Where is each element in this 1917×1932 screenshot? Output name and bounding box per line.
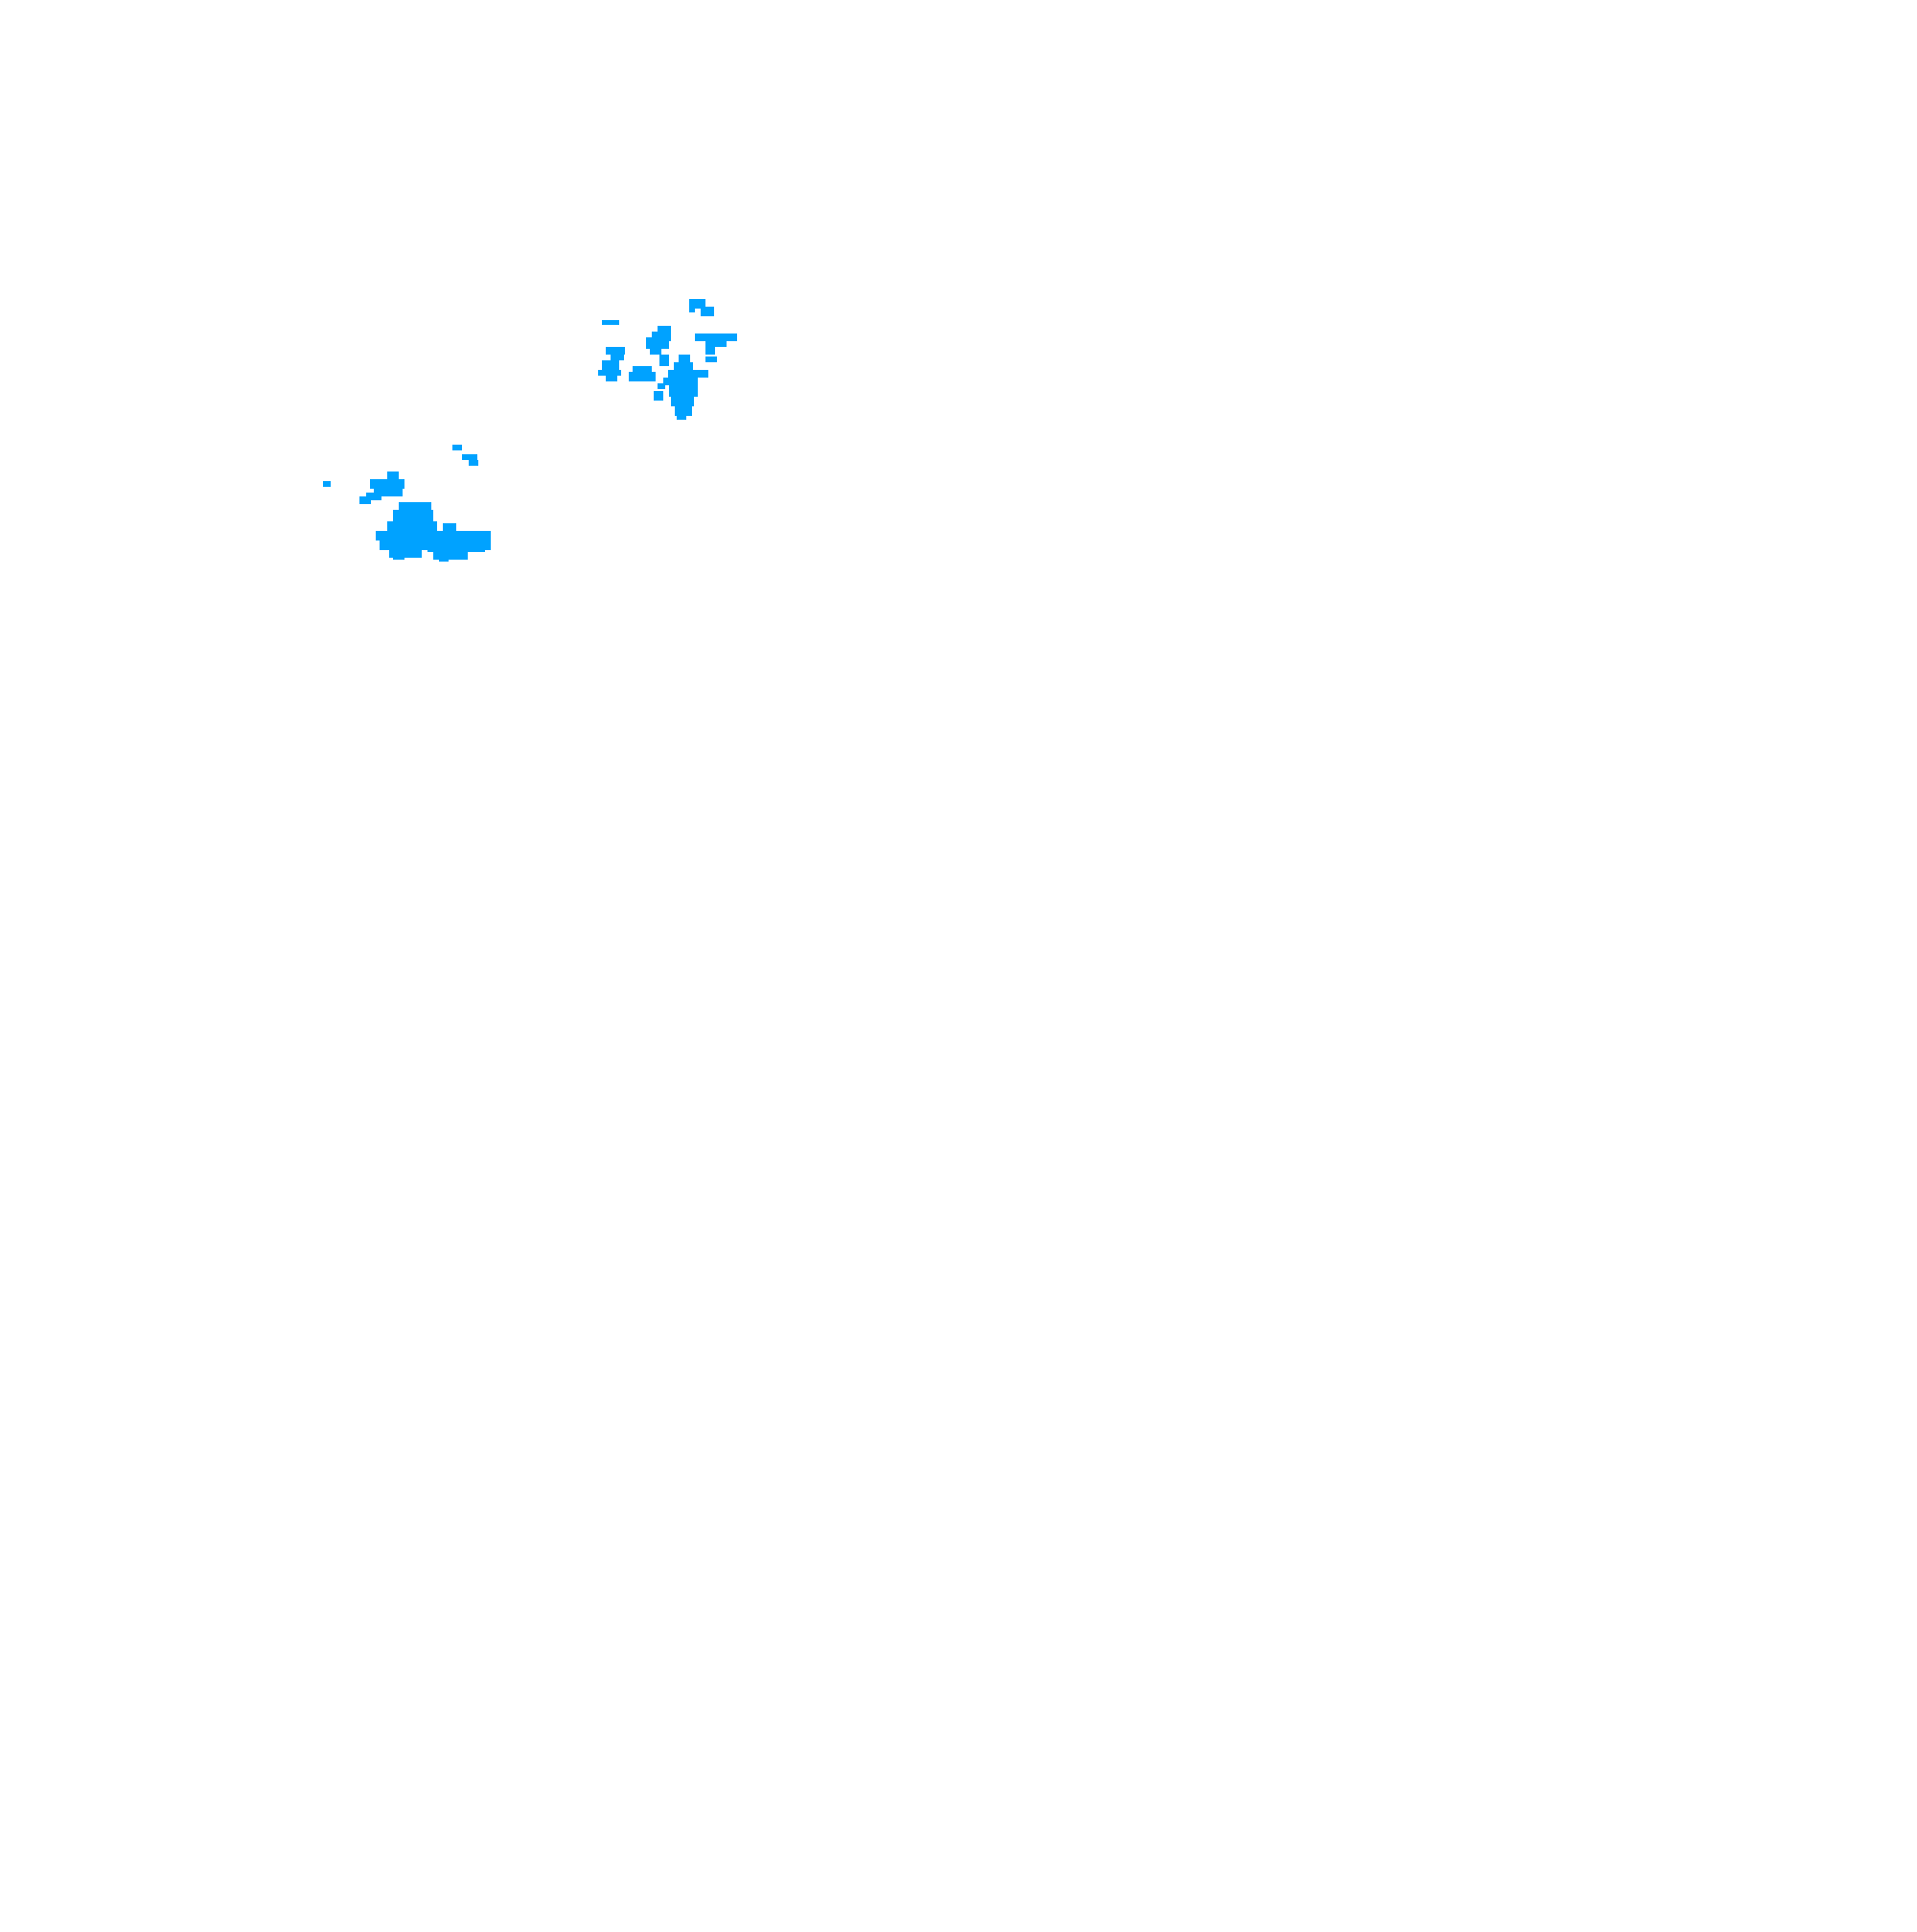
- overlay-cell: [646, 337, 669, 349]
- overlay-cell: [606, 376, 617, 381]
- cluster-south-west: [323, 445, 491, 562]
- overlay-cell: [705, 347, 715, 355]
- overlay-cell: [674, 362, 693, 370]
- overlay-cell: [602, 360, 619, 370]
- overlay-cell: [462, 454, 477, 460]
- overlay-cell: [389, 550, 422, 558]
- overlay-cell: [370, 479, 404, 489]
- overlay-cell: [689, 299, 705, 309]
- overlay-cell: [658, 383, 665, 389]
- overlay-cell: [675, 406, 692, 416]
- overlay-cell: [466, 539, 479, 544]
- overlay-cell: [654, 391, 663, 401]
- overlay-cell: [679, 355, 690, 362]
- overlay-cell: [606, 347, 625, 355]
- overlay-cell: [669, 385, 698, 397]
- overlay-cell: [650, 349, 661, 355]
- overlay-cell: [427, 546, 485, 552]
- overlay-cell: [450, 531, 481, 539]
- overlay-cell: [374, 489, 403, 496]
- overlay-cell: [439, 558, 449, 562]
- overlay-cell: [701, 307, 714, 316]
- overlay-cell: [668, 370, 708, 378]
- overlay-cell: [433, 552, 468, 560]
- overlay-cell: [393, 510, 433, 523]
- overlay-cell: [705, 356, 717, 362]
- overlay-cell: [469, 460, 478, 466]
- overlay-cell: [671, 397, 694, 406]
- overlay-cell: [366, 493, 381, 500]
- overlay-cell: [663, 378, 698, 385]
- overlay-cell: [598, 370, 621, 376]
- overlay-cell: [359, 496, 371, 504]
- overlay-cell: [689, 307, 695, 312]
- overlay-cell: [659, 355, 669, 366]
- overlay-cell: [602, 320, 619, 325]
- overlay-cell: [387, 472, 399, 479]
- overlay-cell: [393, 554, 404, 560]
- overlay-cell: [611, 355, 624, 360]
- overlay-cell: [443, 523, 456, 531]
- overlay-cell: [376, 531, 491, 540]
- overlay-cell: [652, 332, 671, 341]
- overlay-cell: [629, 372, 656, 381]
- overlay-cell: [705, 341, 727, 347]
- overlay-cell: [658, 326, 671, 332]
- overlay-cell: [677, 416, 686, 420]
- overlay-cell: [323, 481, 331, 487]
- overlay-cell: [387, 521, 437, 533]
- cluster-north-east: [598, 299, 737, 420]
- overlay-cell: [695, 334, 737, 341]
- overlay-cell: [452, 445, 462, 450]
- overlay-cell: [399, 502, 431, 512]
